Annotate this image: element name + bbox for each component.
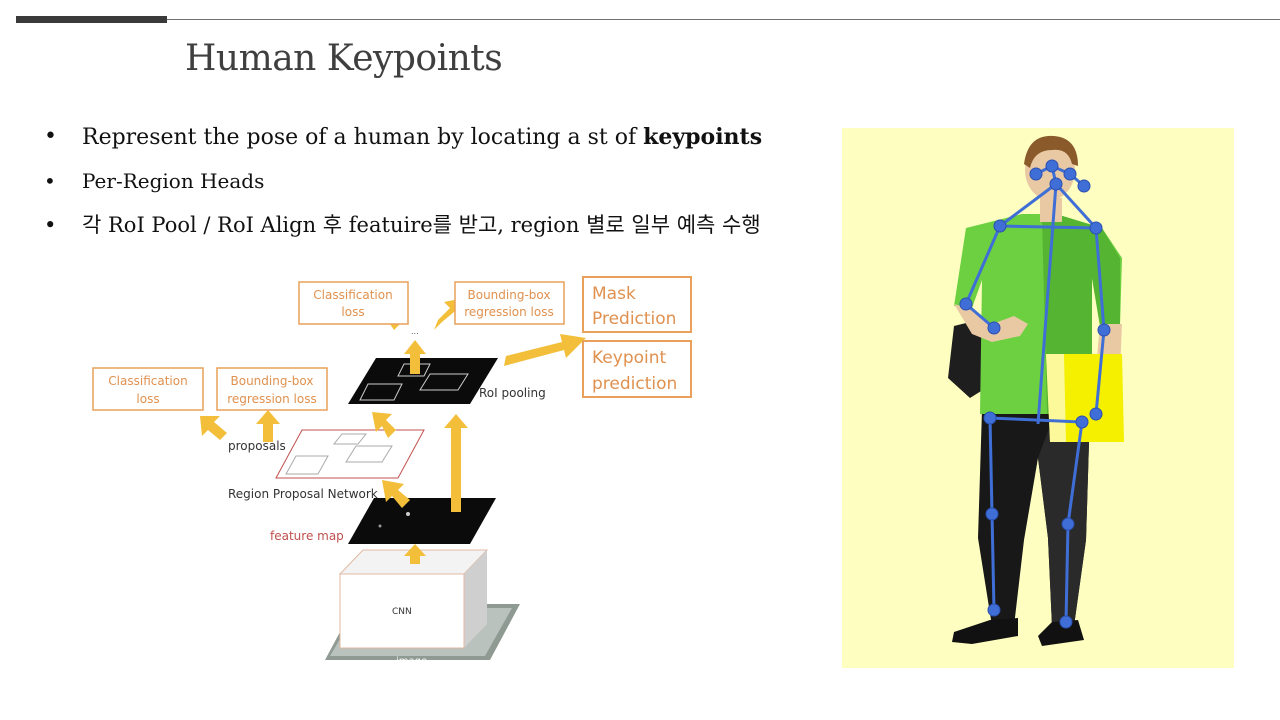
arrow-feature-to-proposals bbox=[382, 480, 410, 508]
keypoint-head-line1: Keypoint bbox=[592, 348, 667, 368]
bbox-loss-top-line1: Bounding-box bbox=[468, 288, 551, 302]
keypoint-right-elbow bbox=[959, 297, 973, 311]
rpn-label: Region Proposal Network bbox=[228, 487, 378, 501]
bbox-loss-left: Bounding-box regression loss bbox=[216, 367, 328, 411]
keypoint-right-eye bbox=[1045, 159, 1059, 173]
cls-loss-left-line2: loss bbox=[136, 392, 159, 406]
arrow-feature-to-roi bbox=[444, 414, 468, 512]
bullet-dot: • bbox=[44, 124, 57, 149]
keypoint-prediction-box: Keypoint prediction bbox=[582, 340, 692, 398]
keypoint-left-ankle bbox=[1059, 615, 1073, 629]
keypoint-joints bbox=[959, 159, 1111, 629]
bullet-text: Represent the pose of a human by locatin… bbox=[82, 125, 644, 150]
slide-title: Human Keypoints bbox=[185, 38, 503, 79]
classification-loss-top: Classification loss bbox=[298, 281, 409, 325]
bullet-dot: • bbox=[44, 169, 56, 193]
mask-head-line2: Prediction bbox=[592, 309, 676, 329]
bbox-loss-top: Bounding-box regression loss bbox=[454, 281, 565, 325]
bbox-loss-left-line2: regression loss bbox=[227, 392, 317, 406]
keypoint-right-shoulder bbox=[993, 219, 1007, 233]
ellipsis-label: ... bbox=[411, 327, 419, 336]
roi-pooling-plane bbox=[348, 358, 498, 404]
keypoint-left-hip bbox=[1075, 415, 1089, 429]
top-accent-bar bbox=[16, 16, 167, 23]
keypoint-nose bbox=[1049, 177, 1063, 191]
cls-loss-top-line2: loss bbox=[341, 305, 364, 319]
cnn-label: CNN bbox=[392, 607, 412, 617]
bullet-dot: • bbox=[44, 213, 57, 237]
keypoint-left-eye bbox=[1063, 167, 1077, 181]
keypoint-right-wrist bbox=[987, 321, 1001, 335]
bullet-list: • Represent the pose of a human by locati… bbox=[44, 122, 762, 250]
feature-map-label: feature map bbox=[270, 529, 344, 543]
arrow-proposals-to-cls bbox=[200, 416, 227, 440]
bullet-item: • 각 RoI Pool / RoI Align 후 featuire를 받고, … bbox=[44, 210, 762, 250]
proposals-label: proposals bbox=[228, 439, 286, 453]
bullet-text: 각 RoI Pool / RoI Align 후 featuire를 받고, r… bbox=[82, 213, 761, 237]
proposals-plane bbox=[275, 429, 425, 479]
keypoint-right-knee bbox=[985, 507, 999, 521]
arrow-cnn-to-feature bbox=[404, 544, 426, 564]
image-label: image bbox=[396, 656, 427, 667]
bullet-text: Per-Region Heads bbox=[82, 169, 265, 193]
arrow-proposals-to-bbox bbox=[256, 410, 280, 442]
arrow-roi-up bbox=[404, 340, 426, 374]
keypoint-right-ear bbox=[1029, 167, 1043, 181]
mask-head-line1: Mask bbox=[592, 284, 636, 304]
mask-rcnn-diagram: image CNN feature map Region Proposal Ne… bbox=[80, 268, 720, 678]
mask-prediction-box: Mask Prediction bbox=[582, 276, 692, 333]
keypoint-left-knee bbox=[1061, 517, 1075, 531]
bullet-item: • Represent the pose of a human by locati… bbox=[44, 122, 762, 166]
arrow-proposals-to-roi bbox=[372, 412, 396, 438]
classification-loss-left: Classification loss bbox=[92, 367, 204, 411]
keypoint-left-elbow bbox=[1097, 323, 1111, 337]
cls-loss-left-line1: Classification bbox=[108, 374, 187, 388]
keypoint-head-line2: prediction bbox=[592, 374, 677, 394]
cls-loss-top-line1: Classification bbox=[313, 288, 392, 302]
keypoint-left-shoulder bbox=[1089, 221, 1103, 235]
bullet-item: • Per-Region Heads bbox=[44, 166, 762, 210]
keypoint-left-wrist bbox=[1089, 407, 1103, 421]
arrow-roi-to-heads bbox=[504, 334, 586, 366]
cnn-block: CNN bbox=[338, 549, 489, 649]
top-divider-line bbox=[167, 19, 1280, 20]
keypoint-right-ankle bbox=[987, 603, 1001, 617]
bbox-loss-top-line2: regression loss bbox=[464, 305, 554, 319]
bullet-bold-text: keypoints bbox=[643, 124, 763, 150]
keypoint-left-ear bbox=[1077, 179, 1091, 193]
feature-map-plane bbox=[348, 498, 496, 544]
human-keypoint-figure bbox=[842, 128, 1234, 668]
bbox-loss-left-line1: Bounding-box bbox=[231, 374, 314, 388]
roi-pooling-label: RoI pooling bbox=[479, 386, 546, 400]
keypoint-right-hip bbox=[983, 411, 997, 425]
